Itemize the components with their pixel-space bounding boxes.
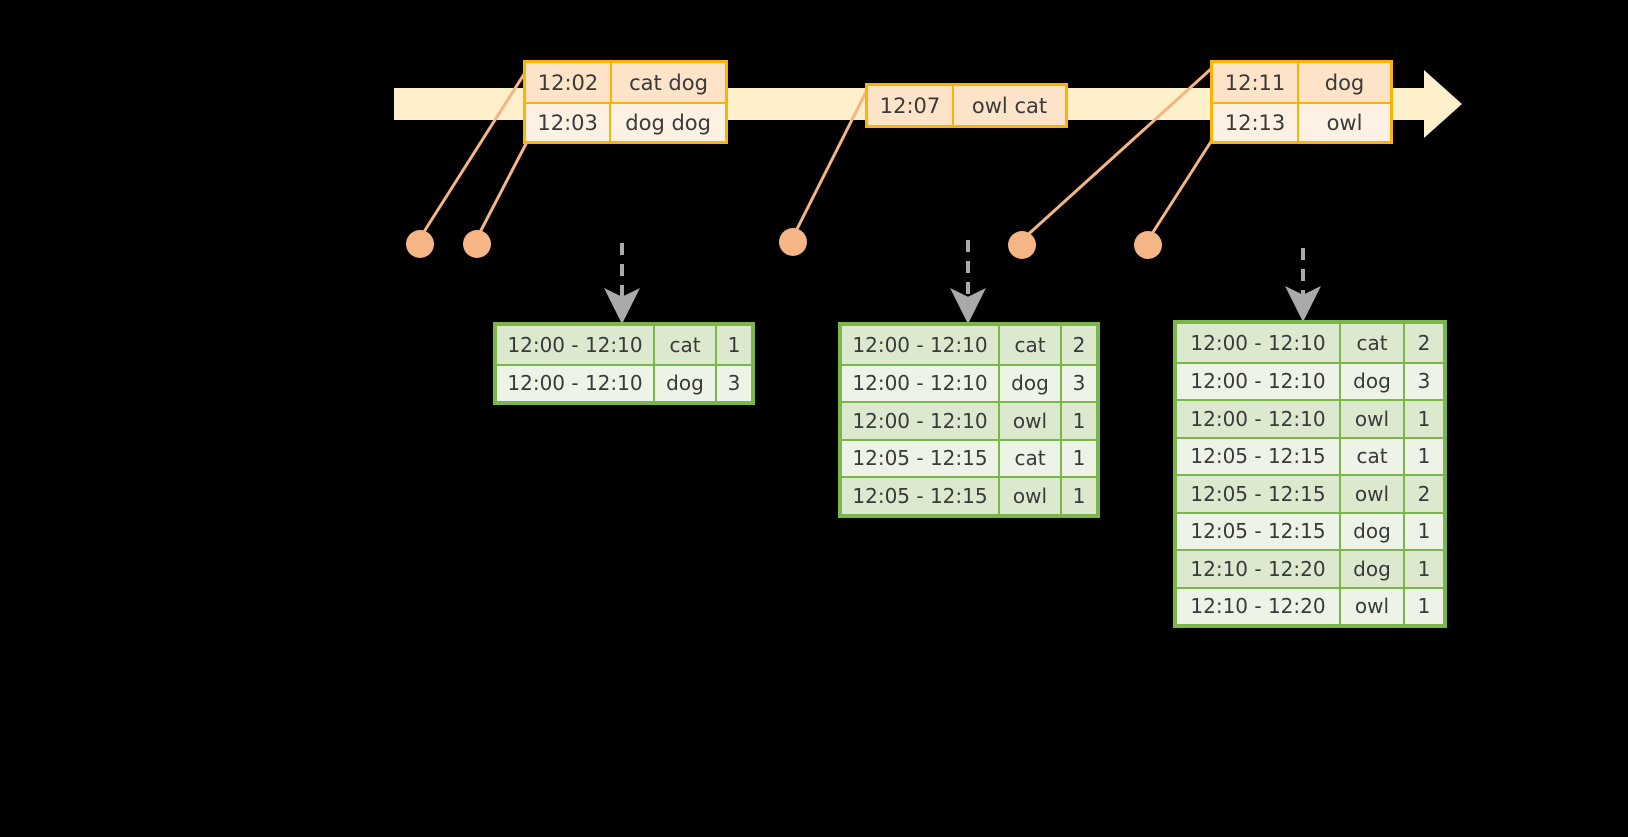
table-row[interactable]: 12:00 - 12:10 dog 3 xyxy=(1177,361,1443,399)
event-row[interactable]: 12:11 dog xyxy=(1213,63,1390,102)
cell-word: dog xyxy=(1339,513,1403,549)
event-row[interactable]: 12:07 owl cat xyxy=(868,86,1065,125)
event-row[interactable]: 12:03 dog dog xyxy=(526,102,725,141)
cell-word: cat xyxy=(653,326,715,364)
cell-window: 12:00 - 12:10 xyxy=(1190,330,1326,355)
table-row[interactable]: 12:00 - 12:10 owl 1 xyxy=(842,401,1096,439)
table-row[interactable]: 12:05 - 12:15 owl 1 xyxy=(842,476,1096,514)
cell-word: dog xyxy=(1339,551,1403,587)
table-row[interactable]: 12:05 - 12:15 cat 1 xyxy=(1177,436,1443,474)
cell-count: 1 xyxy=(1403,401,1443,437)
cell-window: 12:10 - 12:20 xyxy=(1190,594,1326,619)
event-marker-dots xyxy=(406,228,1162,259)
cell-count: 2 xyxy=(1060,326,1096,364)
cell-count: 1 xyxy=(1060,403,1096,439)
result-table-2[interactable]: 12:00 - 12:10 cat 2 12:00 - 12:10 dog 3 … xyxy=(838,322,1100,518)
cell-window: 12:00 - 12:10 xyxy=(507,332,643,357)
cell-window: 12:05 - 12:15 xyxy=(1190,444,1326,469)
event-time: 12:07 xyxy=(868,86,954,125)
marker-dot-5 xyxy=(1134,231,1162,259)
cell-count: 1 xyxy=(1060,478,1096,514)
cell-count: 2 xyxy=(1403,476,1443,512)
connector-2 xyxy=(475,138,530,240)
cell-window: 12:05 - 12:15 xyxy=(852,483,988,508)
cell-word: owl xyxy=(1339,476,1403,512)
process-arrows xyxy=(604,240,1321,324)
cell-count: 1 xyxy=(1403,513,1443,549)
table-row[interactable]: 12:00 - 12:10 owl 1 xyxy=(1177,399,1443,437)
table-row[interactable]: 12:10 - 12:20 dog 1 xyxy=(1177,549,1443,587)
result-table-3[interactable]: 12:00 - 12:10 cat 2 12:00 - 12:10 dog 3 … xyxy=(1173,320,1447,628)
cell-word: owl xyxy=(1339,588,1403,624)
cell-window: 12:05 - 12:15 xyxy=(852,446,988,471)
table-row[interactable]: 12:00 - 12:10 cat 1 xyxy=(497,326,751,364)
cell-word: cat xyxy=(1339,324,1403,362)
event-row[interactable]: 12:02 cat dog xyxy=(526,63,725,102)
cell-window: 12:05 - 12:15 xyxy=(1190,519,1326,544)
connector-1 xyxy=(418,66,530,240)
event-group-3[interactable]: 12:11 dog 12:13 owl xyxy=(1210,60,1393,144)
event-time: 12:13 xyxy=(1213,104,1299,141)
cell-count: 1 xyxy=(1060,440,1096,476)
cell-window: 12:00 - 12:10 xyxy=(1190,369,1326,394)
cell-window: 12:10 - 12:20 xyxy=(1190,556,1326,581)
cell-window: 12:05 - 12:15 xyxy=(1190,481,1326,506)
event-group-1[interactable]: 12:02 cat dog 12:03 dog dog xyxy=(523,60,728,144)
cell-word: cat xyxy=(998,440,1060,476)
cell-word: cat xyxy=(1339,438,1403,474)
marker-dot-1 xyxy=(406,230,434,258)
cell-word: dog xyxy=(653,365,715,401)
table-row[interactable]: 12:10 - 12:20 owl 1 xyxy=(1177,586,1443,624)
connector-3 xyxy=(791,86,870,239)
cell-word: dog xyxy=(1339,363,1403,399)
event-words: owl cat xyxy=(971,93,1048,118)
event-words: owl xyxy=(1326,110,1363,135)
cell-window: 12:00 - 12:10 xyxy=(1190,406,1326,431)
cell-count: 3 xyxy=(715,365,751,401)
cell-count: 3 xyxy=(1060,365,1096,401)
cell-count: 1 xyxy=(1403,438,1443,474)
event-row[interactable]: 12:13 owl xyxy=(1213,102,1390,141)
cell-count: 1 xyxy=(1403,588,1443,624)
cell-window: 12:00 - 12:10 xyxy=(852,408,988,433)
table-row[interactable]: 12:00 - 12:10 dog 3 xyxy=(497,363,751,401)
table-row[interactable]: 12:00 - 12:10 cat 2 xyxy=(1177,324,1443,362)
table-row[interactable]: 12:00 - 12:10 cat 2 xyxy=(842,326,1096,364)
event-group-2[interactable]: 12:07 owl cat xyxy=(865,83,1068,128)
marker-dot-3 xyxy=(779,228,807,256)
cell-count: 1 xyxy=(715,326,751,364)
table-row[interactable]: 12:05 - 12:15 owl 2 xyxy=(1177,474,1443,512)
cell-count: 1 xyxy=(1403,551,1443,587)
table-row[interactable]: 12:05 - 12:15 dog 1 xyxy=(1177,511,1443,549)
event-words: cat dog xyxy=(629,70,708,95)
cell-window: 12:00 - 12:10 xyxy=(852,332,988,357)
cell-window: 12:00 - 12:10 xyxy=(507,371,643,396)
cell-count: 3 xyxy=(1403,363,1443,399)
cell-word: owl xyxy=(998,403,1060,439)
table-row[interactable]: 12:00 - 12:10 dog 3 xyxy=(842,363,1096,401)
event-time: 12:11 xyxy=(1213,63,1299,102)
cell-word: cat xyxy=(998,326,1060,364)
cell-window: 12:00 - 12:10 xyxy=(852,371,988,396)
event-time: 12:03 xyxy=(526,104,612,141)
cell-word: owl xyxy=(1339,401,1403,437)
cell-word: dog xyxy=(998,365,1060,401)
connector-5 xyxy=(1146,138,1214,242)
marker-dot-4 xyxy=(1008,231,1036,259)
event-words: dog dog xyxy=(625,110,711,135)
marker-dot-2 xyxy=(463,230,491,258)
event-time: 12:02 xyxy=(526,63,612,102)
result-table-1[interactable]: 12:00 - 12:10 cat 1 12:00 - 12:10 dog 3 xyxy=(493,322,755,405)
event-words: dog xyxy=(1324,70,1365,95)
table-row[interactable]: 12:05 - 12:15 cat 1 xyxy=(842,438,1096,476)
cell-word: owl xyxy=(998,478,1060,514)
cell-count: 2 xyxy=(1403,324,1443,362)
